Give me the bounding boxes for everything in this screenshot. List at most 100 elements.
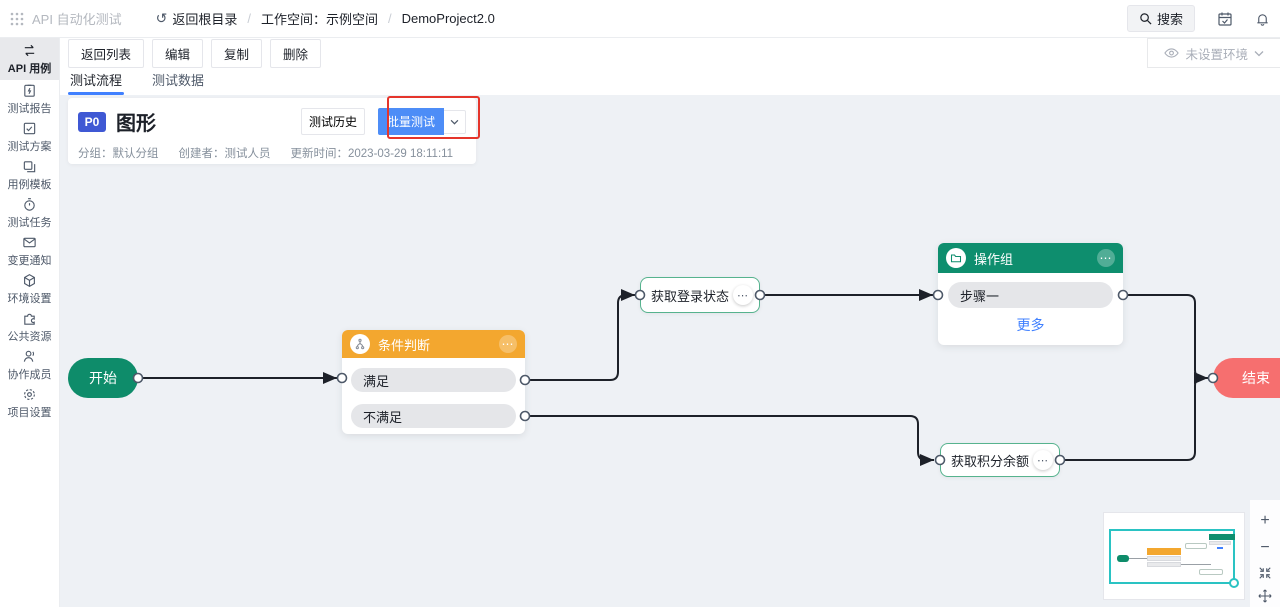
group-node-header: 操作组 ⋯ [938,243,1123,273]
breadcrumb-separator: / [387,11,392,26]
app-launcher-icon[interactable] [10,12,24,26]
sidebar-item-label: 测试方案 [7,140,52,153]
group-node-title: 操作组 [974,251,1014,267]
chevron-down-icon [1254,50,1264,56]
priority-badge: P0 [78,111,106,132]
sidebar-item-label: 变更通知 [7,254,52,267]
back-root-label: 返回根目录 [172,12,238,27]
sidebar-item-change-notice[interactable]: 变更通知 [0,232,59,270]
env-icon [24,273,35,287]
more-actions-icon[interactable]: ⋯ [1033,450,1053,470]
edge-layer [132,289,1219,466]
sidebar-item-api-cases[interactable]: API 用例 [0,38,59,80]
minimap-viewport[interactable] [1109,529,1239,588]
branch-row-satisfied[interactable]: 满足 [351,368,516,392]
test-history-button[interactable]: 测试历史 [300,108,365,135]
zoom-in-button[interactable]: + [1260,512,1270,529]
bell-icon[interactable] [1255,11,1270,27]
template-icon [23,160,36,172]
batch-test-button[interactable]: 批量测试 [377,108,444,135]
minimap-node [1185,543,1207,549]
flow-node-end[interactable]: 结束 [1213,358,1280,398]
sidebar-item-label: 协作成员 [7,368,52,381]
points-node-label: 获取积分余额 [951,453,1030,469]
minimap-node [1147,562,1181,567]
member-icon [23,350,35,362]
tab-test-data[interactable]: 测试数据 [152,73,205,88]
breadcrumb-workspace[interactable]: 工作空间：示例空间 [260,12,378,27]
case-meta-group: 分组：默认分组 [78,148,159,160]
flow-node-action-group[interactable]: 操作组 ⋯ 步骤一 更多 [938,243,1123,345]
minimap-node [1147,548,1181,555]
minimap-node [1209,534,1235,540]
more-actions-icon[interactable]: ⋯ [733,285,753,305]
case-info-card: P0 图形 测试历史 批量测试 分组：默认分组 创建者：测试人员 [68,96,480,164]
minimap[interactable] [1103,512,1245,600]
group-step-row[interactable]: 步骤一 [948,282,1113,308]
minimap-node [1147,556,1181,561]
edit-button[interactable]: 编辑 [152,38,204,68]
api-case-icon [24,44,35,56]
header-right: 搜索 [1126,5,1270,32]
gear-icon [24,388,35,400]
minimap-node [1199,569,1223,575]
mail-icon [23,237,36,247]
copy-button[interactable]: 复制 [211,38,263,68]
zoom-out-button[interactable]: − [1260,539,1270,556]
back-to-list-button[interactable]: 返回列表 [68,38,145,68]
sidebar-item-env-settings[interactable]: 环境设置 [0,270,59,308]
flow-node-login-status[interactable]: 获取登录状态 ⋯ [640,277,760,313]
case-title: 图形 [116,113,156,135]
breadcrumb-back-root[interactable]: ↺ 返回根目录 [156,9,238,28]
chevron-down-icon [450,119,459,125]
case-meta-creator: 创建者：测试人员 [178,148,271,160]
branch-row-unsatisfied[interactable]: 不满足 [351,404,516,428]
edge-points-to-end [1060,377,1202,461]
more-actions-icon[interactable]: ⋯ [1097,249,1115,267]
delete-button[interactable]: 删除 [270,38,322,68]
eye-icon [1164,48,1180,58]
tab-test-flow[interactable]: 测试流程 [68,68,125,95]
sidebar: API 用例 测试报告 测试方案 用例模板 测试任务 [0,38,60,607]
minimap-node [1117,555,1129,562]
sidebar-item-label: 项目设置 [7,406,52,419]
search-button[interactable]: 搜索 [1126,5,1195,32]
sidebar-item-project-settings[interactable]: 项目设置 [0,384,59,422]
top-header: API 自动化测试 ↺ 返回根目录 / 工作空间：示例空间 / DemoProj… [0,0,1280,38]
flow-node-points-balance[interactable]: 获取积分余额 ⋯ [940,443,1060,477]
report-icon [24,84,35,97]
group-more-link[interactable]: 更多 [1016,317,1045,333]
calendar-icon[interactable] [1217,11,1233,27]
minimap-resize-handle[interactable] [1229,578,1239,588]
condition-node-title: 条件判断 [378,337,431,353]
sidebar-item-members[interactable]: 协作成员 [0,346,59,384]
batch-test-dropdown-toggle[interactable] [444,109,466,134]
canvas-control-panel: + − [1250,500,1280,607]
sidebar-item-test-task[interactable]: 测试任务 [0,194,59,232]
undo-icon: ↺ [155,10,168,26]
breadcrumb-project[interactable]: DemoProject2.0 [401,11,495,26]
sidebar-item-test-plan[interactable]: 测试方案 [0,118,59,156]
env-status-selector[interactable]: 未设置环境 [1147,38,1280,68]
tab-bar: 测试流程 测试数据 [60,68,1280,95]
case-card-top: P0 图形 测试历史 批量测试 [68,98,476,136]
pan-move-icon[interactable] [1256,589,1274,603]
sidebar-item-public-resource[interactable]: 公共资源 [0,308,59,346]
resource-icon [24,313,35,325]
more-actions-icon[interactable]: ⋯ [499,335,517,353]
fit-view-icon[interactable] [1256,566,1274,580]
edge-satisfied-to-login [525,289,635,381]
sidebar-item-label: 用例模板 [7,178,52,191]
task-icon [24,197,35,211]
condition-node-header: 条件判断 ⋯ [342,330,525,358]
flow-node-start[interactable]: 开始 [68,358,138,398]
sidebar-item-case-template[interactable]: 用例模板 [0,156,59,194]
breadcrumb-separator: / [247,11,251,26]
minimap-node [1209,541,1231,545]
sidebar-item-label: 公共资源 [7,330,52,343]
flow-node-condition[interactable]: 条件判断 ⋯ 满足 不满足 [342,330,525,434]
sidebar-item-test-report[interactable]: 测试报告 [0,80,59,118]
main-area: 返回列表 编辑 复制 删除 未设置环境 测试流程 测试数据 [60,38,1280,607]
flow-canvas[interactable]: P0 图形 测试历史 批量测试 分组：默认分组 创建者：测试人员 [60,95,1280,607]
